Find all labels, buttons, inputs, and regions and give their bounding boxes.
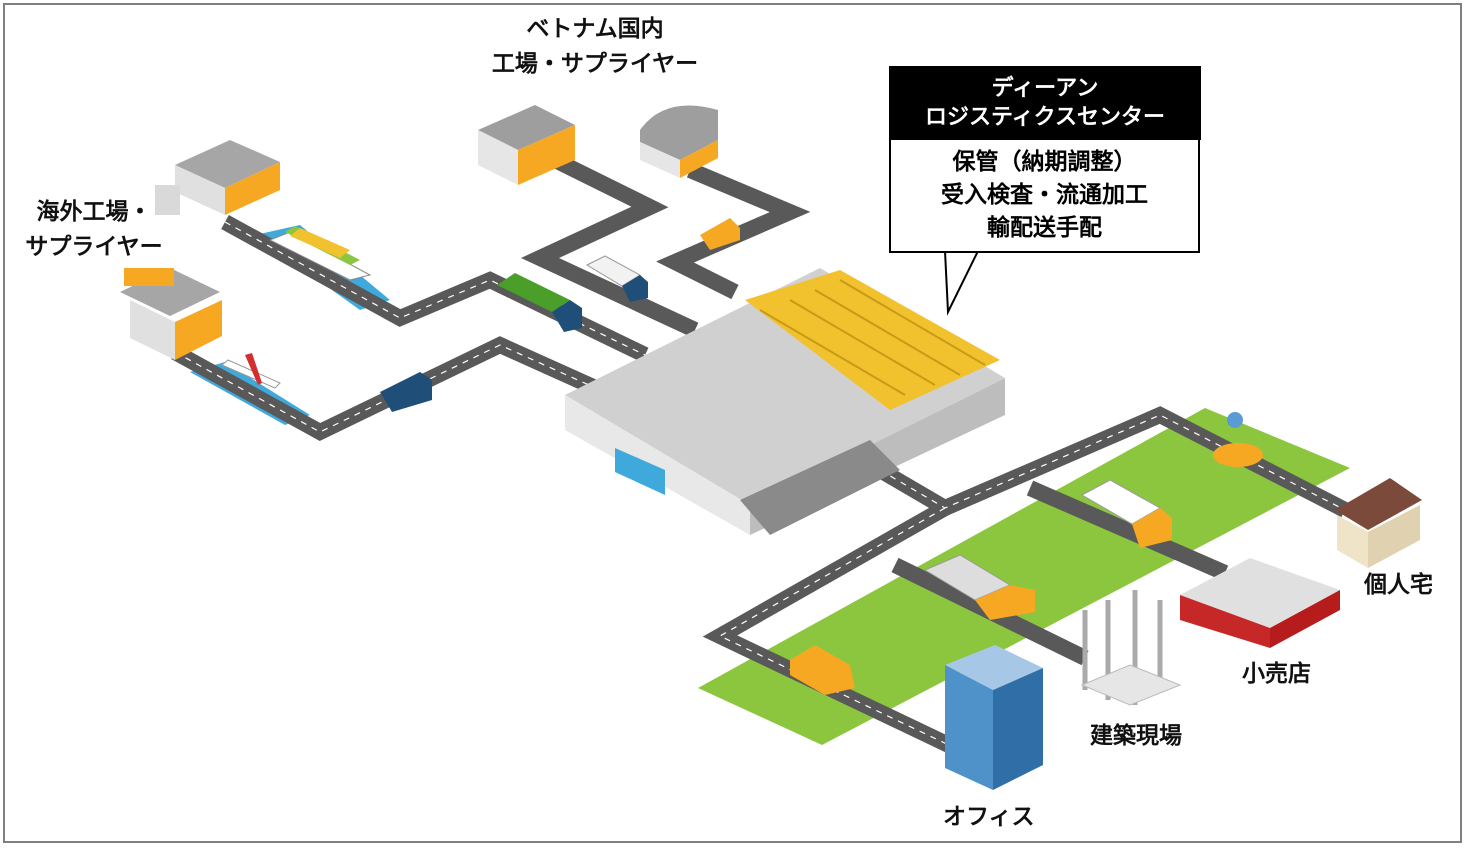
callout-title-line: ディーアン: [991, 76, 1099, 101]
truck-blue-icon: [380, 372, 432, 412]
callout-title: ディーアン ロジスティクスセンター: [889, 66, 1201, 140]
label-overseas-suppliers: 海外工場・ サプライヤー: [14, 195, 174, 265]
overseas-factory-icon: [155, 140, 280, 215]
distribution-center-icon: [565, 268, 1005, 535]
construction-site-icon: [1080, 590, 1182, 706]
truck-green-icon: [497, 273, 582, 332]
label-line: 海外工場・: [36, 199, 152, 225]
trailer-truck-icon: [923, 554, 1035, 620]
callout-pointer: [943, 250, 980, 316]
label-office: オフィス: [943, 804, 1035, 830]
truck-orange-icon: [700, 218, 740, 250]
office-building-icon: [945, 645, 1043, 790]
retail-store-icon: [1180, 558, 1340, 648]
callout-body-line: 受入検査・流通加工: [941, 182, 1148, 208]
label-vietnam-suppliers: ベトナム国内 工場・サプライヤー: [480, 12, 710, 82]
airport-factory-icon: [120, 268, 222, 360]
cargo-ship-icon: [268, 226, 372, 281]
road-retail: [1026, 480, 1229, 581]
scooter-icon: [1213, 412, 1263, 467]
vietnam-factory-2-icon: [640, 105, 718, 178]
house-icon: [1335, 478, 1422, 568]
label-home: 個人宅: [1364, 572, 1433, 598]
label-line: 工場・サプライヤー: [491, 51, 699, 77]
callout-body: 保管（納期調整） 受入検査・流通加工 輸配送手配: [889, 140, 1200, 253]
van-icon: [790, 645, 855, 695]
callout-title-line: ロジスティクスセンター: [924, 105, 1166, 130]
callout-body-line: 保管（納期調整）: [952, 149, 1137, 175]
label-construction: 建築現場: [1090, 723, 1182, 749]
vietnam-factory-1-icon: [478, 105, 575, 185]
label-retail: 小売店: [1242, 661, 1311, 687]
frame-border: [3, 3, 1462, 843]
box-truck-icon: [1080, 479, 1172, 548]
callout-body-line: 輸配送手配: [987, 215, 1102, 241]
truck-white-icon: [585, 255, 648, 302]
label-line: ベトナム国内: [526, 16, 664, 42]
road-vietnam-1: [520, 152, 699, 338]
label-line: サプライヤー: [25, 234, 163, 260]
airplane-icon: [221, 353, 281, 389]
lawn: [698, 408, 1350, 745]
